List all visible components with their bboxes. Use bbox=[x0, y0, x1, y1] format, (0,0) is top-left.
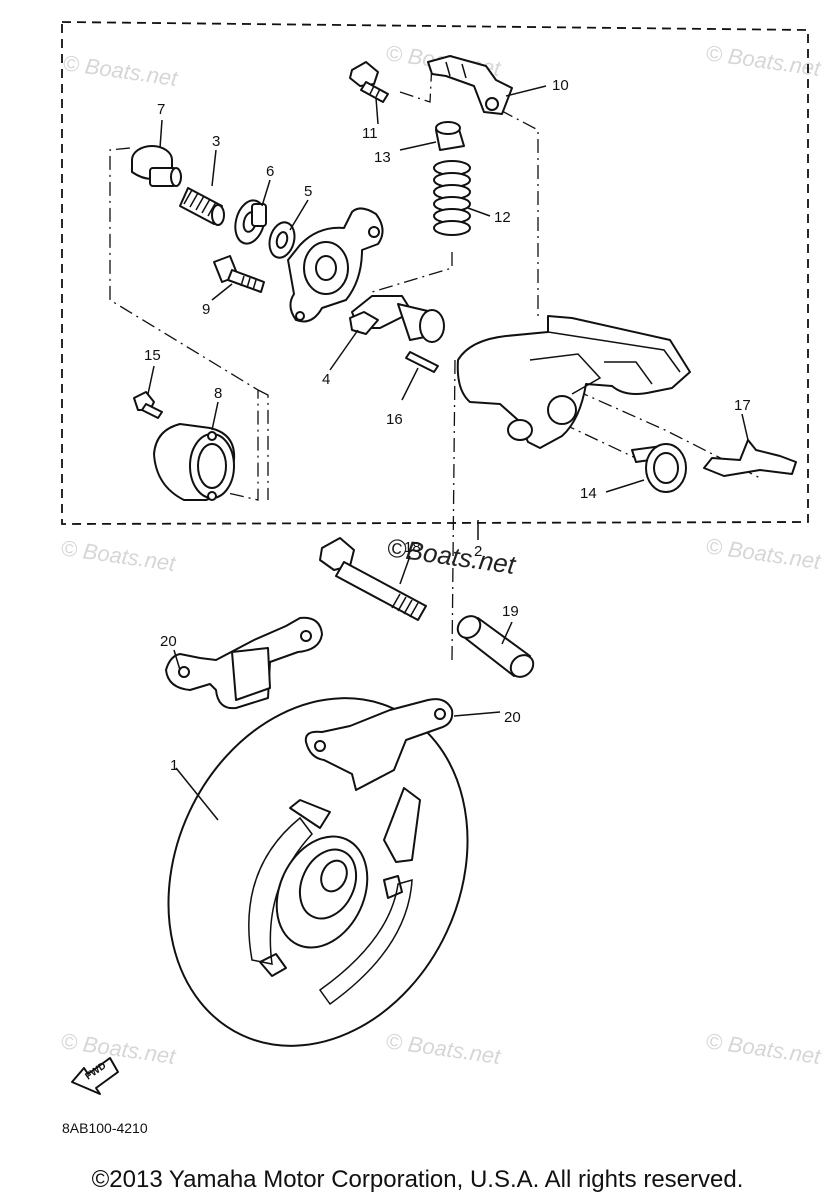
pivot-line bbox=[499, 109, 539, 318]
callout-17: 17 bbox=[734, 397, 751, 414]
part-pin-knob bbox=[631, 443, 687, 493]
callout-11: 11 bbox=[362, 125, 378, 142]
part-caliper-bracket bbox=[287, 207, 384, 323]
callout-7: 7 bbox=[157, 101, 165, 118]
watermark: © Boats.net bbox=[59, 1028, 178, 1069]
part-caliper-body bbox=[456, 315, 691, 449]
part-brake-pad-lower bbox=[304, 698, 454, 791]
part-washer bbox=[234, 199, 267, 245]
callout-20-upper: 20 bbox=[160, 633, 177, 650]
callout-2: 2 bbox=[474, 543, 482, 560]
part-bolt-small bbox=[349, 61, 389, 103]
part-brake-disc bbox=[167, 697, 469, 1047]
diagram-code: 8AB100-4210 bbox=[62, 1120, 148, 1136]
part-cable-holder bbox=[427, 55, 513, 115]
pin-line bbox=[537, 411, 641, 461]
watermark: © Boats.net bbox=[59, 535, 178, 576]
part-flat-washer bbox=[268, 221, 296, 259]
leader-lines bbox=[147, 85, 749, 821]
part-adjuster-screw bbox=[179, 187, 225, 226]
part-plate-spring bbox=[703, 439, 797, 477]
callout-18: 18 bbox=[404, 539, 421, 556]
callout-9: 9 bbox=[202, 301, 210, 318]
part-adjuster-nut bbox=[131, 145, 182, 187]
assembly-boundary bbox=[61, 21, 809, 525]
watermark: © Boats.net bbox=[704, 533, 823, 574]
part-boot-cover bbox=[153, 423, 236, 501]
watermark: © Boats.net bbox=[704, 40, 823, 81]
part-cam-lever bbox=[349, 295, 445, 343]
callout-16: 16 bbox=[386, 411, 403, 428]
part-brake-pad-upper bbox=[165, 616, 323, 710]
fwd-arrow-icon: FWD bbox=[71, 1057, 119, 1095]
part-sleeve bbox=[456, 615, 535, 678]
callout-1: 1 bbox=[170, 757, 178, 774]
watermark: © Boats.net bbox=[384, 1028, 503, 1069]
part-long-bolt bbox=[319, 537, 427, 621]
callout-4: 4 bbox=[322, 371, 330, 388]
part-small-bolt bbox=[133, 391, 163, 419]
callout-19: 19 bbox=[502, 603, 519, 620]
watermark: © Boats.net bbox=[704, 1028, 823, 1069]
bolt-line bbox=[451, 359, 456, 661]
callout-6: 6 bbox=[266, 163, 274, 180]
watermark: © Boats.net bbox=[61, 50, 180, 91]
callout-3: 3 bbox=[212, 133, 220, 150]
part-pin bbox=[405, 351, 439, 373]
callout-14: 14 bbox=[580, 485, 597, 502]
callouts: 7 3 6 5 9 4 16 11 10 13 12 15 8 17 14 2 … bbox=[144, 77, 751, 774]
part-bolt bbox=[213, 255, 265, 293]
subgroup-bracket bbox=[257, 389, 269, 500]
callout-13: 13 bbox=[374, 149, 391, 166]
callout-20-lower: 20 bbox=[504, 709, 521, 726]
callout-15: 15 bbox=[144, 347, 161, 364]
callout-12: 12 bbox=[494, 209, 511, 226]
callout-8: 8 bbox=[214, 385, 222, 402]
callout-5: 5 bbox=[304, 183, 312, 200]
copyright-notice: ©2013 Yamaha Motor Corporation, U.S.A. A… bbox=[91, 1166, 744, 1193]
callout-10: 10 bbox=[552, 77, 569, 94]
part-spring-cap bbox=[435, 121, 465, 151]
part-spring bbox=[433, 160, 471, 236]
